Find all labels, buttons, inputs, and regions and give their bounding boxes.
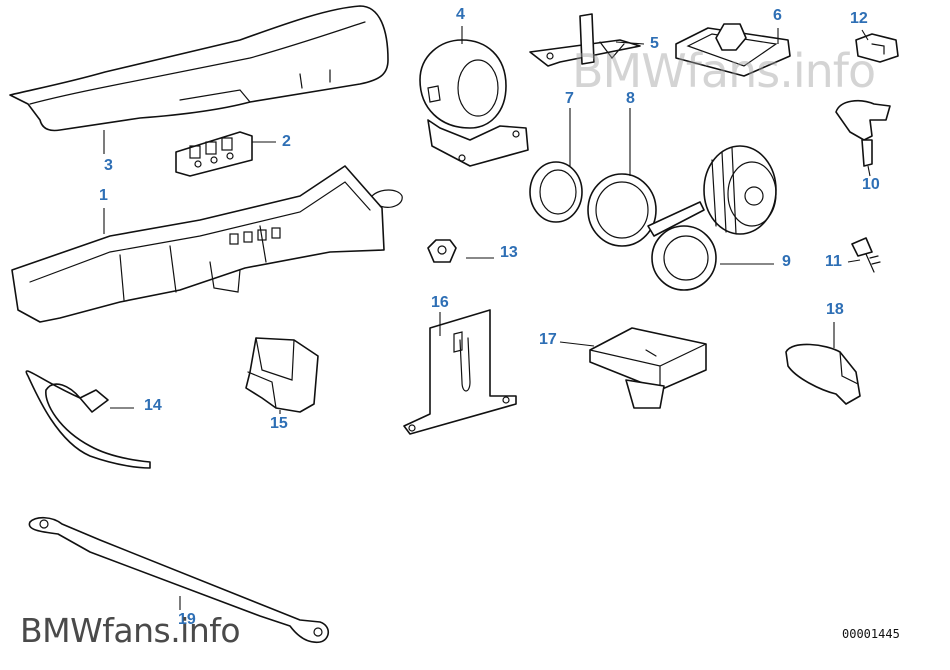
part-16-bracket-plate [403, 309, 517, 435]
part-5-bracket [529, 13, 641, 67]
watermark-top: BMWfans.info [572, 44, 876, 98]
part-11-screw [851, 237, 881, 273]
callout-11: 11 [825, 253, 842, 270]
part-18-cover-cap [785, 343, 861, 405]
part-1-lower-trim-tray [11, 165, 403, 323]
part-6-grommet-plate [675, 23, 791, 77]
callout-3: 3 [104, 157, 113, 174]
callout-10: 10 [862, 176, 880, 193]
part-12-clip [855, 33, 899, 63]
part-7-ring [529, 161, 583, 223]
callout-9: 9 [782, 253, 791, 270]
part-15-boot [245, 337, 319, 413]
part-14-cable-tie [25, 370, 151, 469]
part-3-upper-trim-cover [9, 5, 389, 132]
part-9-threaded-ring [651, 225, 717, 291]
callout-15: 15 [270, 415, 288, 432]
callout-12: 12 [850, 10, 868, 27]
part-19-ground-strap [28, 516, 330, 644]
callout-14: 14 [144, 397, 162, 414]
callout-16: 16 [431, 294, 449, 311]
callout-6: 6 [773, 7, 782, 24]
callout-17: 17 [539, 331, 557, 348]
part-13-nut [427, 239, 457, 263]
part-17-mounting-box [589, 327, 707, 409]
callout-19: 19 [178, 611, 196, 628]
part-knob [703, 145, 777, 235]
part-10-cable-clip [835, 99, 891, 167]
callout-13: 13 [500, 244, 518, 261]
part-2-connector-block [175, 131, 253, 177]
watermark-bottom: BMWfans.info [20, 611, 241, 650]
callout-1: 1 [99, 187, 108, 204]
callout-7: 7 [565, 90, 574, 107]
part-8-gasket [587, 173, 705, 247]
callout-2: 2 [282, 133, 291, 150]
callout-4: 4 [456, 6, 465, 23]
leader-lines [103, 26, 871, 610]
diagram-number: 00001445 [842, 627, 900, 641]
part-4-column-collar [419, 39, 529, 167]
callout-5: 5 [650, 35, 659, 52]
callout-8: 8 [626, 90, 635, 107]
callout-18: 18 [826, 301, 844, 318]
